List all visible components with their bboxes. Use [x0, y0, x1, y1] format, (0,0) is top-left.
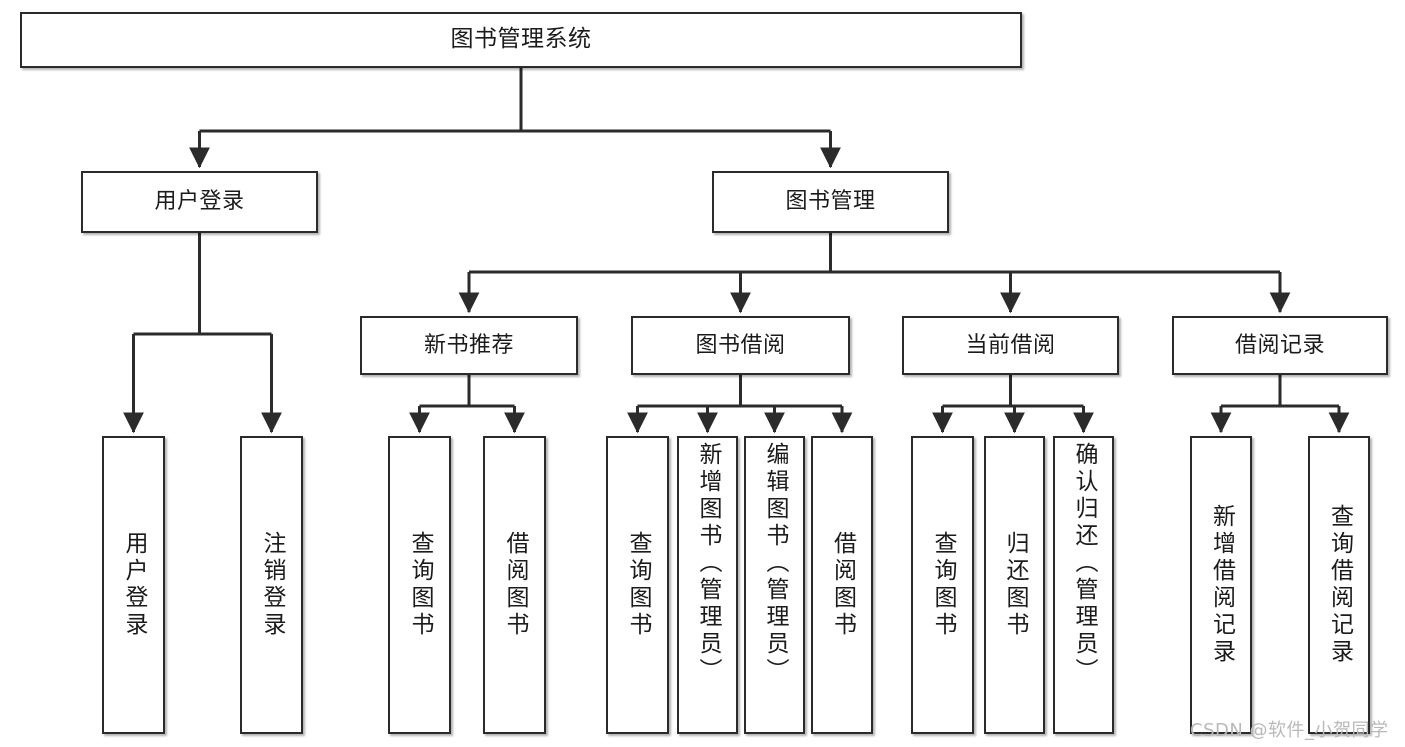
leaf-query-book-current-label: 查询图书 — [930, 531, 956, 639]
leaf-query-book-borrow-label: 查询图书 — [625, 531, 651, 639]
leaf-user-login-label: 用户登录 — [121, 531, 147, 639]
leaf-query-borrow-record-label: 查询借阅记录 — [1326, 504, 1353, 666]
leaf-edit-book-admin[interactable]: 编辑图书（管理员） — [744, 436, 805, 734]
leaf-borrow-book[interactable]: 借阅图书 — [811, 436, 873, 734]
node-book-management-label: 图书管理 — [785, 189, 876, 215]
node-borrow-record[interactable]: 借阅记录 — [1172, 316, 1388, 375]
node-new-book-recommend[interactable]: 新书推荐 — [360, 316, 578, 375]
node-root-label: 图书管理系统 — [450, 26, 592, 53]
leaf-logout[interactable]: 注销登录 — [240, 436, 303, 734]
leaf-add-book-admin[interactable]: 新增图书（管理员） — [677, 436, 738, 734]
leaf-confirm-return-admin-label: 确认归还（管理员） — [1071, 442, 1097, 685]
leaf-borrow-book-label: 借阅图书 — [829, 531, 856, 639]
leaf-add-book-admin-label: 新增图书（管理员） — [695, 442, 721, 685]
leaf-borrow-book-newbook[interactable]: 借阅图书 — [483, 436, 546, 734]
node-user-login-label: 用户登录 — [154, 189, 245, 215]
leaf-query-borrow-record[interactable]: 查询借阅记录 — [1308, 436, 1370, 734]
csdn-watermark: CSDN @软件_小贺同学 — [1190, 720, 1389, 741]
node-current-borrow[interactable]: 当前借阅 — [902, 316, 1119, 375]
leaf-query-book-newbook[interactable]: 查询图书 — [388, 436, 451, 734]
leaf-return-book-label: 归还图书 — [1002, 531, 1028, 639]
node-borrow-record-label: 借阅记录 — [1234, 332, 1325, 358]
leaf-logout-label: 注销登录 — [259, 531, 285, 639]
node-new-book-recommend-label: 新书推荐 — [423, 332, 514, 358]
leaf-query-book-current[interactable]: 查询图书 — [911, 436, 974, 734]
node-root[interactable]: 图书管理系统 — [20, 12, 1022, 68]
node-current-borrow-label: 当前借阅 — [965, 332, 1056, 358]
node-book-borrow-label: 图书借阅 — [695, 332, 786, 358]
leaf-return-book[interactable]: 归还图书 — [984, 436, 1045, 734]
node-user-login[interactable]: 用户登录 — [81, 171, 318, 233]
leaf-edit-book-admin-label: 编辑图书（管理员） — [762, 442, 788, 685]
leaf-borrow-book-newbook-label: 借阅图书 — [502, 531, 528, 639]
leaf-query-book-borrow[interactable]: 查询图书 — [606, 436, 669, 734]
leaf-add-borrow-record[interactable]: 新增借阅记录 — [1190, 436, 1252, 734]
leaf-query-book-newbook-label: 查询图书 — [407, 531, 433, 639]
leaf-user-login[interactable]: 用户登录 — [102, 436, 165, 734]
node-book-management[interactable]: 图书管理 — [712, 171, 949, 233]
leaf-add-borrow-record-label: 新增借阅记录 — [1208, 504, 1235, 666]
leaf-confirm-return-admin[interactable]: 确认归还（管理员） — [1053, 436, 1114, 734]
node-book-borrow[interactable]: 图书借阅 — [631, 316, 850, 375]
